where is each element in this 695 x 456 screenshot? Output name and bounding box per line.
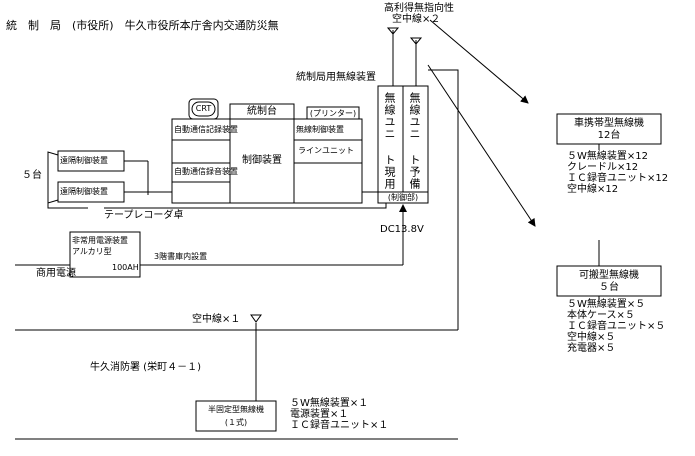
handheld-title: 車携帯型無線機: [574, 118, 644, 129]
semi-fixed-spec-3: ＩＣ録音ユニット×１: [290, 420, 389, 431]
portable-spec-4: 空中線×５: [567, 332, 616, 343]
portable-title: 可搬型無線機: [579, 270, 639, 281]
semi-fixed-spec-2: 電源装置×１: [290, 409, 349, 420]
battery-label-2: アルカリ型: [72, 247, 112, 256]
page-title: 統 制 局 (市役所) 牛久市役所本庁舎内交通防災無: [6, 19, 279, 32]
auto-record-label: 自動通信録音装置: [174, 167, 238, 176]
remote-control-panel-label: 無線制御装置: [296, 125, 344, 134]
portable-spec-2: 本体ケース×５: [567, 310, 635, 321]
portable-spec-1: ５W無線装置×５: [567, 299, 646, 310]
control-room-label: 統制局用無線装置: [296, 72, 376, 83]
portable-box: [556, 265, 662, 297]
handheld-count: 12台: [597, 130, 621, 141]
handheld-box: [556, 113, 662, 145]
tape-recorder-label: テープレコーダ卓: [104, 210, 184, 221]
semi-fixed-box: [195, 400, 277, 432]
antenna-top-label-1: 高利得無指向性: [384, 3, 454, 14]
handheld-spec-1: ５W無線装置×12: [567, 151, 648, 162]
battery-label-3: 100AH: [112, 263, 139, 272]
fire-antenna-label: 空中線×１: [192, 314, 241, 325]
semi-fixed-label-1: 半固定型無線機: [208, 405, 264, 414]
remote-count: ５台: [22, 170, 42, 181]
commercial-power-label: 商用電源: [36, 268, 76, 279]
handheld-spec-3: ＩＣ録音ユニット×12: [567, 173, 669, 184]
control-part-label: (制御部): [387, 193, 419, 202]
battery-box: [69, 231, 141, 278]
basement-note: 3階書庫内設置: [154, 252, 208, 261]
control-device-label: 制御装置: [242, 155, 282, 166]
antenna-top-label-2: 空中線×２: [392, 14, 441, 25]
auto-log-label: 自動通信記録装置: [174, 125, 238, 134]
handheld-spec-2: クレードル×12: [567, 162, 639, 173]
portable-spec-5: 充電器×５: [567, 343, 616, 354]
portable-count: ５台: [599, 282, 619, 293]
radio-unit-active: 無線ユニ ト現用: [383, 92, 396, 190]
line-unit-label: ラインユニット: [298, 146, 354, 155]
radio-unit-spare: 無線ユニ ト予備: [408, 92, 421, 190]
fire-station-label: 牛久消防署 (栄町４－１): [90, 362, 201, 373]
handheld-spec-4: 空中線×12: [567, 184, 619, 195]
battery-label-1: 非常用電源装置: [72, 236, 128, 245]
remote-controller-1: 遠隔制御装置: [60, 156, 108, 165]
dc-label: DC13.8V: [380, 224, 424, 235]
portable-spec-3: ＩＣ録音ユニット×５: [567, 321, 666, 332]
semi-fixed-spec-1: ５W無線装置×１: [290, 398, 369, 409]
printer-label: (プリンター): [309, 109, 357, 118]
crt-label: CRT: [195, 104, 212, 113]
console-label: 統制台: [247, 106, 277, 117]
remote-controller-2: 遠隔制御装置: [60, 187, 108, 196]
semi-fixed-label-2: (１式): [224, 418, 248, 427]
